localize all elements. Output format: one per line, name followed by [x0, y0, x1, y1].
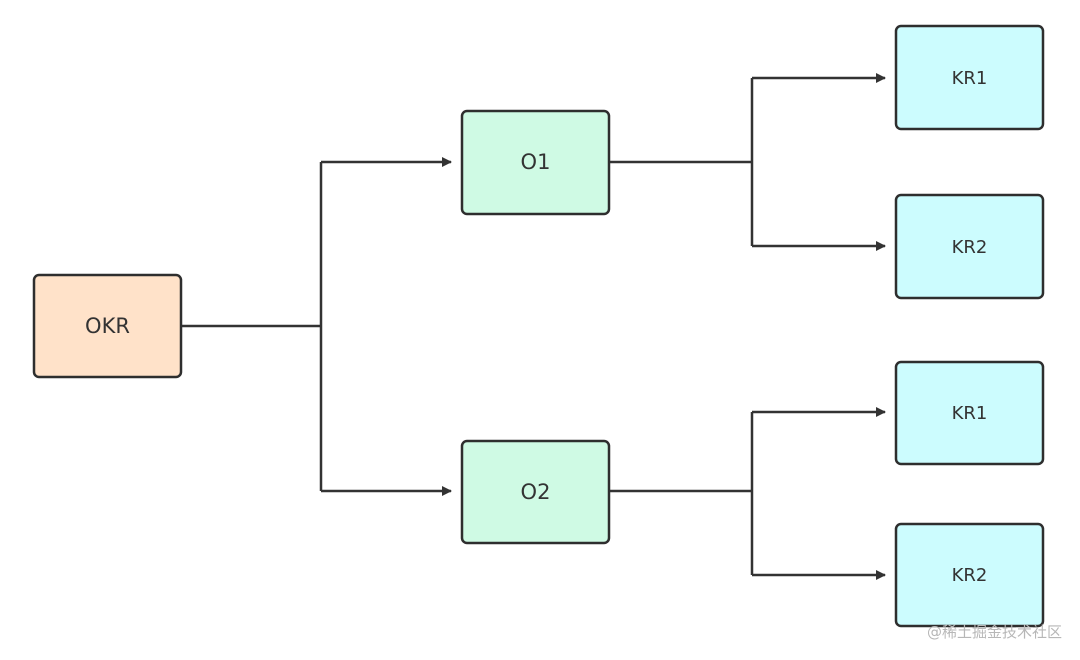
node-o2-kr1-box: [894, 360, 1045, 466]
node-o2-label: O2: [521, 480, 551, 504]
node-o2-kr2-box: [894, 522, 1045, 628]
node-o1-label: O1: [521, 150, 551, 174]
node-o2[interactable]: O2: [460, 439, 611, 545]
node-o2-kr2-label: KR2: [952, 565, 988, 586]
node-okr-label: OKR: [85, 314, 130, 338]
node-o1-kr1-box: [894, 24, 1045, 131]
node-o1-kr1[interactable]: KR1: [894, 24, 1045, 131]
node-okr[interactable]: OKR: [32, 273, 183, 379]
node-o1-box: [460, 109, 611, 216]
connectors-root: [182, 157, 452, 496]
node-o1[interactable]: O1: [460, 109, 611, 216]
node-o1-kr2-box: [894, 193, 1045, 300]
node-o2-kr2[interactable]: KR2: [894, 522, 1045, 628]
connectors-o1: [610, 73, 886, 251]
connectors-o2: [610, 407, 886, 580]
watermark: @稀土掘金技术社区: [926, 623, 1062, 641]
node-o2-kr1-label: KR1: [952, 403, 988, 424]
node-o1-kr2[interactable]: KR2: [894, 193, 1045, 300]
node-okr-box: [32, 273, 183, 379]
node-o1-kr2-label: KR2: [952, 237, 988, 258]
node-o2-kr1[interactable]: KR1: [894, 360, 1045, 466]
node-o1-kr1-label: KR1: [952, 68, 988, 89]
node-o2-box: [460, 439, 611, 545]
